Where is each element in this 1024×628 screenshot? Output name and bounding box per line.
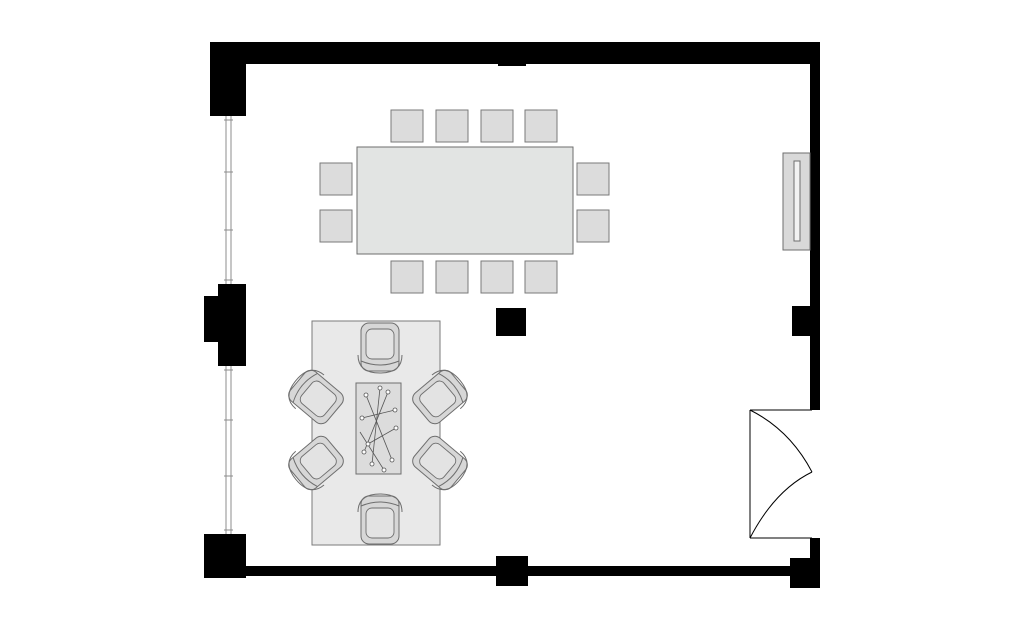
wall-panel-icon xyxy=(782,152,811,251)
square-chair-icon xyxy=(390,260,424,294)
walls xyxy=(204,42,820,588)
right-wall-pilaster xyxy=(792,306,820,336)
square-chair-icon xyxy=(480,260,514,294)
armchair-icon xyxy=(357,493,403,545)
square-chair-icon xyxy=(319,209,353,243)
top-wall xyxy=(210,42,820,64)
square-chair-icon xyxy=(435,109,469,143)
square-chair-icon xyxy=(576,162,610,196)
conference-table-group xyxy=(319,109,610,294)
square-chair-icon xyxy=(319,162,353,196)
double-swing-door-icon[interactable] xyxy=(749,409,813,539)
lounge-area xyxy=(281,320,475,546)
right-wall-upper xyxy=(810,42,820,410)
window-icon xyxy=(224,116,233,534)
top-left-column xyxy=(210,42,246,116)
square-chair-icon xyxy=(390,109,424,143)
square-chair-icon xyxy=(524,109,558,143)
freestanding-column xyxy=(496,308,526,336)
square-chair-icon xyxy=(524,260,558,294)
coffee-table-icon xyxy=(355,382,402,475)
square-chair-icon xyxy=(480,109,514,143)
bottom-wall-column xyxy=(496,556,528,586)
bottom-left-column xyxy=(204,534,246,578)
rectangle-table-icon xyxy=(356,146,574,255)
square-chair-icon xyxy=(435,260,469,294)
top-wall-notch xyxy=(498,60,526,66)
armchair-icon xyxy=(357,322,403,374)
left-wall-pilaster xyxy=(218,284,246,366)
square-chair-icon xyxy=(576,209,610,243)
